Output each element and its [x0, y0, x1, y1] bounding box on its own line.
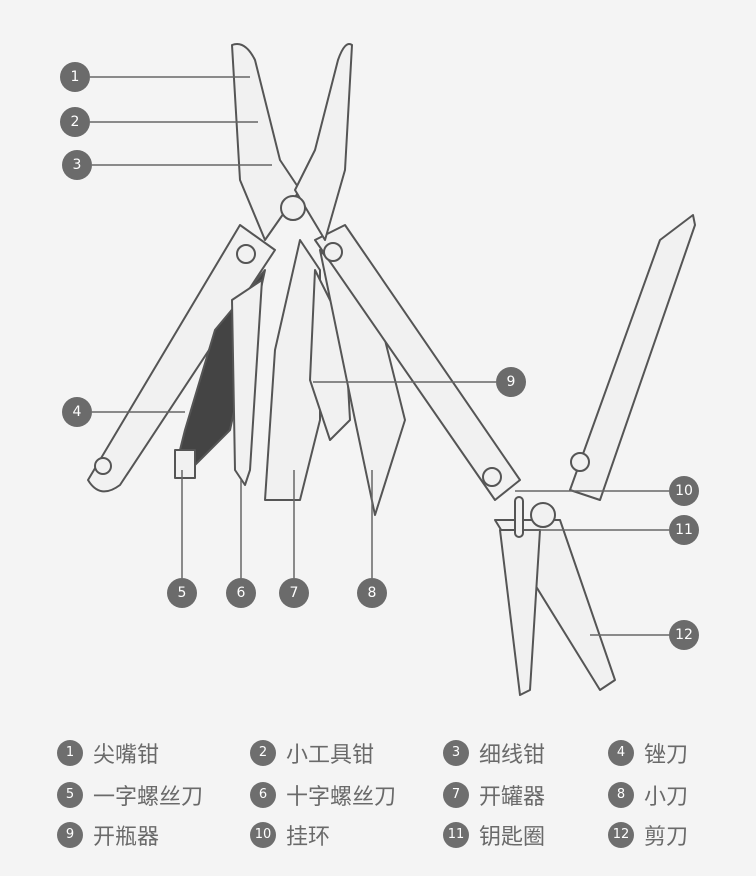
- callout-7: 7: [279, 578, 309, 608]
- callout-9: 9: [496, 367, 526, 397]
- right-handle: [314, 224, 521, 501]
- legend-item: 2 小工具钳: [250, 738, 374, 768]
- legend-label: 小刀: [644, 785, 689, 810]
- legend-number: 5: [57, 782, 83, 808]
- legend-label: 钥匙圈: [479, 825, 546, 850]
- legend-item: 8 小刀: [608, 780, 688, 810]
- legend-item: 4 锉刀: [608, 738, 688, 768]
- legend-number: 4: [608, 740, 634, 766]
- legend-number: 9: [57, 822, 83, 848]
- callout-12: 12: [669, 620, 699, 650]
- legend-item: 7 开罐器: [443, 780, 545, 810]
- legend-item: 5 一字螺丝刀: [57, 780, 203, 810]
- callout-3: 3: [62, 150, 92, 180]
- legend-number: 7: [443, 782, 469, 808]
- legend-number: 8: [608, 782, 634, 808]
- legend-number: 12: [608, 822, 634, 848]
- phillips-screwdriver: [231, 279, 263, 486]
- legend-label: 十字螺丝刀: [286, 785, 397, 810]
- legend-number: 2: [250, 740, 276, 766]
- legend-label: 小工具钳: [286, 743, 375, 768]
- legend-label: 一字螺丝刀: [93, 785, 204, 810]
- callout-10: 10: [669, 476, 699, 506]
- callout-8: 8: [357, 578, 387, 608]
- can-opener: [264, 239, 321, 501]
- legend-item: 1 尖嘴钳: [57, 738, 159, 768]
- callout-2: 2: [60, 107, 90, 137]
- legend-item: 12 剪刀: [608, 820, 688, 850]
- multitool-illustration: [87, 43, 696, 696]
- callout-5: 5: [167, 578, 197, 608]
- legend-item: 9 开瓶器: [57, 820, 159, 850]
- legend-label: 剪刀: [644, 825, 689, 850]
- legend-number: 10: [250, 822, 276, 848]
- legend-number: 6: [250, 782, 276, 808]
- callout-4: 4: [62, 397, 92, 427]
- callout-1: 1: [60, 62, 90, 92]
- legend-label: 开瓶器: [93, 825, 160, 850]
- left-handle: [87, 224, 276, 493]
- legend-number: 1: [57, 740, 83, 766]
- legend-item: 6 十字螺丝刀: [250, 780, 396, 810]
- legend-item: 11 钥匙圈: [443, 820, 545, 850]
- legend-number: 11: [443, 822, 469, 848]
- legend-number: 3: [443, 740, 469, 766]
- pliers-right-jaw: [294, 43, 353, 241]
- legend-label: 细线钳: [479, 743, 546, 768]
- scissors-handle: [569, 214, 696, 501]
- legend-item: 10 挂环: [250, 820, 330, 850]
- legend-label: 锉刀: [644, 743, 689, 768]
- legend-label: 开罐器: [479, 785, 546, 810]
- callout-6: 6: [226, 578, 256, 608]
- callout-11: 11: [669, 515, 699, 545]
- legend-label: 挂环: [286, 825, 331, 850]
- legend-label: 尖嘴钳: [93, 743, 160, 768]
- key-ring: [514, 496, 524, 538]
- legend-item: 3 细线钳: [443, 738, 545, 768]
